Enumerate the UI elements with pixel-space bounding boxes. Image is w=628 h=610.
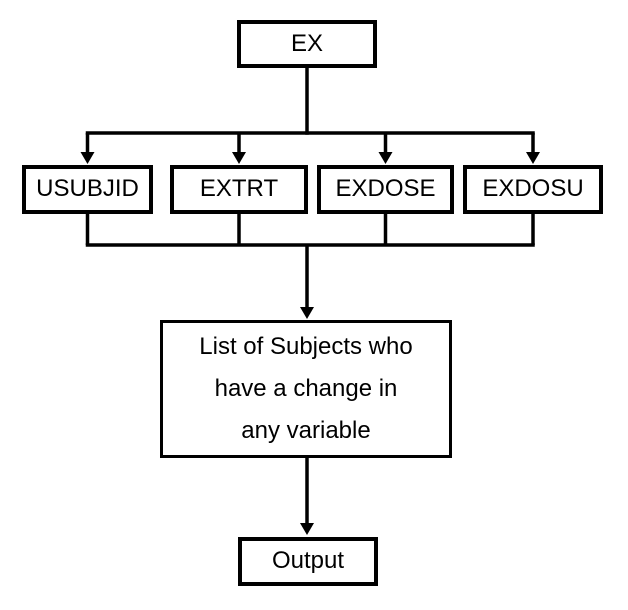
- node-exdosu: EXDOSU: [463, 165, 603, 214]
- node-subject-list-line-2: have a change in: [214, 375, 398, 402]
- node-output-label: Output: [271, 547, 345, 575]
- node-exdosu-label: EXDOSU: [482, 175, 584, 203]
- edge-arrow-result-head: [300, 307, 314, 319]
- edge-arrow-usubjid-head: [80, 152, 95, 164]
- node-usubjid: USUBJID: [22, 165, 153, 214]
- node-subject-list: List of Subjects who have a change in an…: [160, 320, 452, 458]
- node-exdose-label: EXDOSE: [335, 175, 436, 203]
- edge-arrow-exdosu-head: [526, 152, 540, 164]
- node-subject-list-line-3: any variable: [241, 417, 371, 444]
- edge-arrow-extrt-head: [232, 152, 246, 164]
- node-exdose: EXDOSE: [317, 165, 454, 214]
- node-ex-label: EX: [290, 29, 323, 57]
- node-ex: EX: [237, 20, 377, 68]
- node-subject-list-line-1: List of Subjects who: [199, 333, 413, 360]
- edge-arrow-exdose-head: [378, 152, 393, 164]
- node-extrt-label: EXTRT: [199, 175, 279, 203]
- node-usubjid-label: USUBJID: [36, 175, 139, 203]
- node-extrt: EXTRT: [170, 165, 308, 214]
- node-output: Output: [238, 537, 378, 586]
- edge-arrow-output-head: [300, 523, 314, 535]
